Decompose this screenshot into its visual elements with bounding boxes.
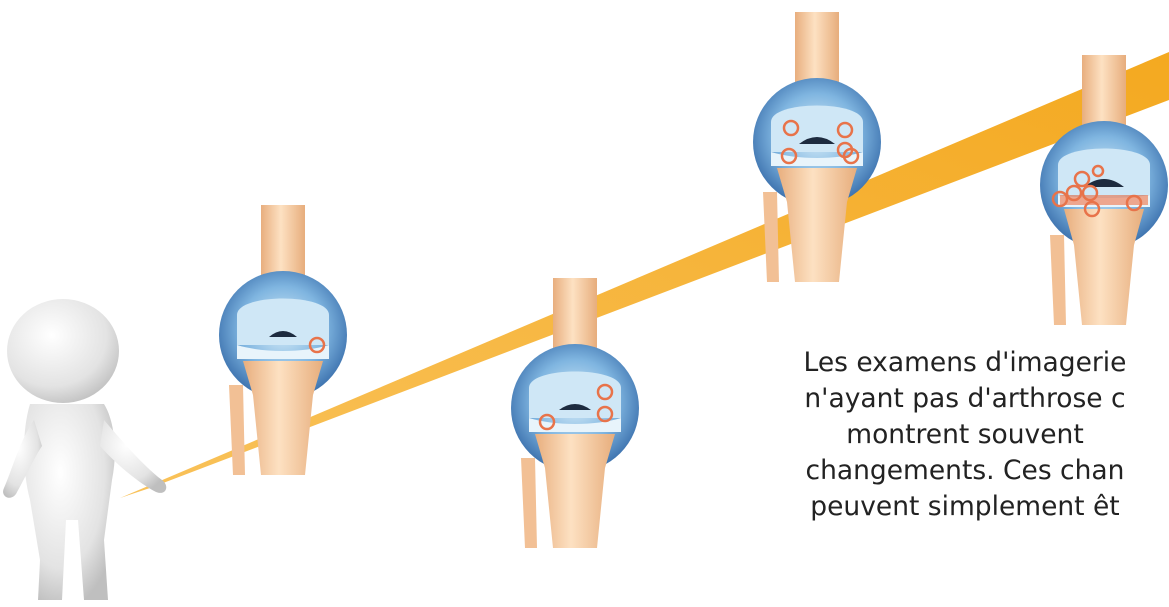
- caption-line: peuvent simplement êt: [735, 489, 1169, 525]
- caption-line: changements. Ces chan: [735, 453, 1169, 489]
- caption-line: n'ayant pas d'arthrose c: [735, 381, 1169, 417]
- knee-joint-icon: [753, 12, 881, 282]
- knee-joint-icon: [511, 278, 639, 548]
- presenter-figure-icon: [3, 299, 166, 600]
- caption-text: Les examens d'imagerie n'ayant pas d'art…: [735, 345, 1169, 525]
- knee-joint-icon: [219, 205, 347, 475]
- caption-line: Les examens d'imagerie: [735, 345, 1169, 381]
- caption-line: montrent souvent: [735, 417, 1169, 453]
